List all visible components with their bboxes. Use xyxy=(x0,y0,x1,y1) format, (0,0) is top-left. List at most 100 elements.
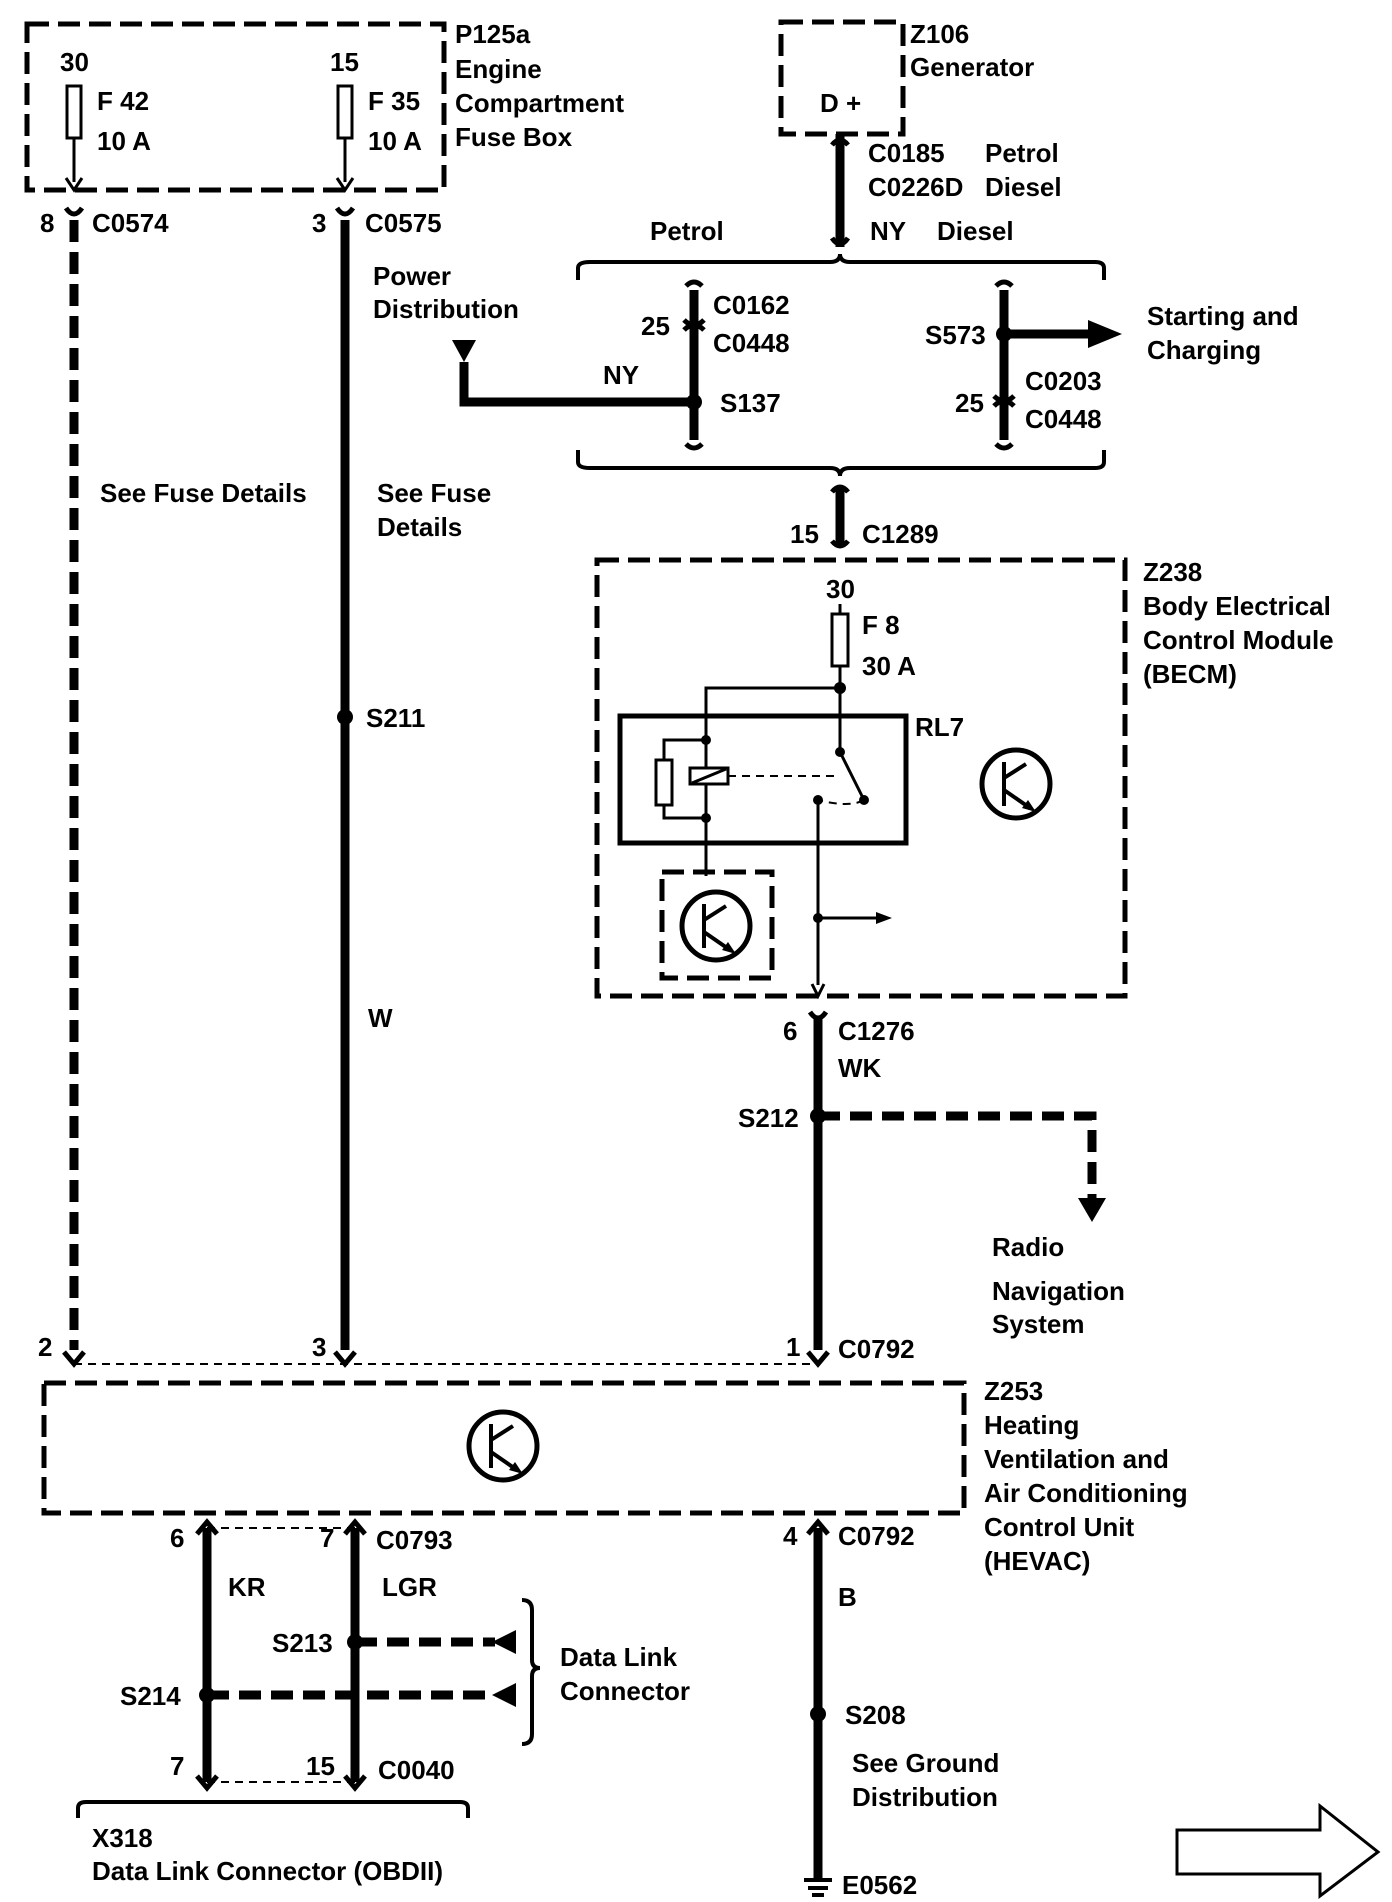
conn-c0574-id: C0574 xyxy=(92,208,169,238)
becm-fuse-id: F 8 xyxy=(862,610,900,640)
generator-wire-arrow xyxy=(829,236,851,247)
c0040-pin-15: 15 xyxy=(306,1751,335,1781)
conn-c1276-symbol xyxy=(807,1010,829,1021)
becm-name-2: Control Module xyxy=(1143,625,1334,655)
conn-c1289-lower-symbol xyxy=(830,539,850,549)
becm-fuse-rating: 30 A xyxy=(862,651,916,681)
c0040-pin-7: 7 xyxy=(170,1751,184,1781)
s214-arrow-icon xyxy=(492,1683,516,1707)
petrol-conn-top-symbol xyxy=(684,279,704,288)
splice-s212-label: S212 xyxy=(738,1103,799,1133)
hevac-pin-1: 1 xyxy=(786,1332,800,1362)
diesel-conn-1: C0203 xyxy=(1025,366,1102,396)
variant-petrol-label: Petrol xyxy=(650,216,724,246)
fuse-box-outline xyxy=(24,21,447,193)
fuse-box-name-1: Engine xyxy=(455,54,542,84)
c0793-pin-6-symbol xyxy=(195,1518,219,1536)
becm-fuse-pin: 30 xyxy=(826,574,855,604)
hevac-transistor-icon xyxy=(466,1409,540,1483)
hevac-name-2: Ventilation and xyxy=(984,1444,1169,1474)
wire-power-dist-ny xyxy=(459,362,694,407)
becm-output-arrow-down xyxy=(810,983,826,1000)
relay-rl7-label: RL7 xyxy=(915,712,964,742)
hevac-name-3: Air Conditioning xyxy=(984,1478,1188,1508)
fuse-f35-symbol xyxy=(336,84,354,140)
hevac-name-5: (HEVAC) xyxy=(984,1546,1090,1576)
hevac-name-1: Heating xyxy=(984,1410,1079,1440)
generator-id: Z106 xyxy=(910,19,969,49)
power-dist-arrow-icon xyxy=(452,340,476,362)
fuse-left-id: F 42 xyxy=(97,86,149,116)
petrol-conn-2: C0448 xyxy=(713,328,790,358)
fuse-right-rating: 10 A xyxy=(368,126,422,156)
fuse-right-pin: 15 xyxy=(330,47,359,77)
conn-c0575-id: C0575 xyxy=(365,208,442,238)
conn-c0575-pin: 3 xyxy=(312,208,326,238)
hevac-pin-3-symbol xyxy=(333,1350,357,1368)
starting-charging-1: Starting and xyxy=(1147,301,1299,331)
becm-driver-outline xyxy=(659,869,775,981)
fuse-right-id: F 35 xyxy=(368,86,420,116)
variant-diesel-label: Diesel xyxy=(937,216,1014,246)
dlc-name: Data Link Connector (OBDII) xyxy=(92,1856,443,1886)
fuse-f42-symbol xyxy=(65,84,83,140)
dlc-brace xyxy=(76,1800,470,1818)
next-page-arrow-icon[interactable] xyxy=(1175,1802,1381,1900)
data-link-label-2: Connector xyxy=(560,1676,690,1706)
fuse-f8-symbol xyxy=(830,612,850,668)
becm-id: Z238 xyxy=(1143,557,1202,587)
relay-switch-arc xyxy=(817,799,865,805)
hevac-pin-1-symbol xyxy=(806,1350,830,1368)
petrol-conn-1: C0162 xyxy=(713,290,790,320)
petrol-pin: 25 xyxy=(641,311,670,341)
starting-charging-2: Charging xyxy=(1147,335,1261,365)
data-link-brace xyxy=(521,1598,541,1746)
diesel-conn-top-symbol xyxy=(994,279,1014,288)
splice-s211-label: S211 xyxy=(366,703,425,733)
wire-b-label: B xyxy=(838,1582,857,1612)
fuse-box-name-3: Fuse Box xyxy=(455,122,573,152)
diesel-conn-bottom-symbol xyxy=(994,442,1014,451)
ground-label: E0562 xyxy=(842,1870,917,1900)
becm-outline xyxy=(594,557,1128,999)
fuse-right-arrow xyxy=(335,177,355,193)
diesel-conn-2: C0448 xyxy=(1025,404,1102,434)
wire-to-radio xyxy=(818,1111,1097,1200)
diesel-pin: 25 xyxy=(955,388,984,418)
hevac-outline xyxy=(41,1380,967,1516)
relay-resistor-bottom-wire xyxy=(662,805,706,820)
see-fuse-details-right-1: See Fuse xyxy=(377,478,491,508)
conn-c0574-symbol xyxy=(63,206,85,217)
hevac-pin-2: 2 xyxy=(38,1332,52,1362)
relay-switch-blade xyxy=(838,751,866,801)
becm-name-1: Body Electrical xyxy=(1143,591,1331,621)
becm-coil-feed-wire xyxy=(704,686,840,740)
radio-arrow-icon xyxy=(1078,1198,1106,1222)
dlc-id: X318 xyxy=(92,1823,153,1853)
variant-brace-bottom xyxy=(576,450,1106,477)
conn-c0162-symbol xyxy=(682,318,706,332)
c0793-pin-6: 6 xyxy=(170,1523,184,1553)
conn-c1276-pin: 6 xyxy=(783,1016,797,1046)
fuse-box-name-2: Compartment xyxy=(455,88,624,118)
splice-s213-label: S213 xyxy=(272,1628,333,1658)
navigation-label-2: System xyxy=(992,1309,1085,1339)
radio-label: Radio xyxy=(992,1232,1064,1262)
conn-c1276-wire-color: WK xyxy=(838,1053,882,1083)
fuse-box-id: P125a xyxy=(455,19,531,49)
relay-coil-diagonal xyxy=(691,767,727,785)
navigation-label-1: Navigation xyxy=(992,1276,1125,1306)
conn-c0574-pin: 8 xyxy=(40,208,54,238)
relay-resistor-symbol xyxy=(654,758,674,807)
c0793-pin-7: 7 xyxy=(320,1523,334,1553)
splice-s208-label: S208 xyxy=(845,1700,906,1730)
c0040-label: C0040 xyxy=(378,1755,455,1785)
wire-color-w: W xyxy=(368,1003,393,1033)
generator-terminal: D + xyxy=(820,88,861,118)
conn-c0185-symbol xyxy=(830,137,850,147)
generator-wire-color: NY xyxy=(870,216,906,246)
ground-icon xyxy=(804,1878,832,1897)
s213-arrow-icon xyxy=(492,1630,516,1654)
hevac-id: Z253 xyxy=(984,1376,1043,1406)
